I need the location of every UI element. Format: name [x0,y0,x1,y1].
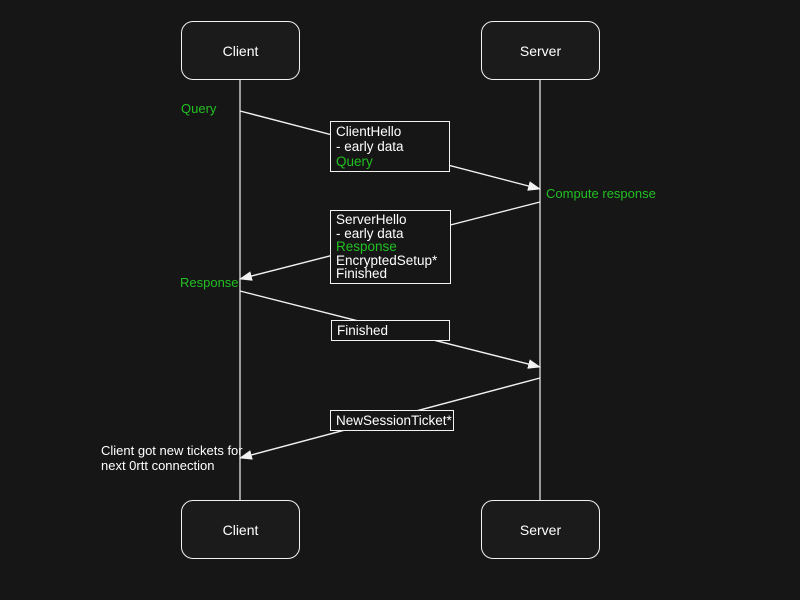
message-line: ServerHello [336,212,407,227]
actor-client-bottom-label: Client [222,521,259,538]
message-box-newsessionticket: NewSessionTicket* [330,410,454,431]
actor-server-top-label: Server [519,42,562,59]
actor-client-top: Client [181,21,300,80]
message-line: - early data [336,225,404,241]
note-line: next 0rtt connection [101,458,215,473]
message-line: NewSessionTicket* [336,413,452,428]
message-line: - early data [336,139,404,154]
annotation-response: Response [180,275,239,290]
actor-client-top-label: Client [222,42,259,59]
message-line: Query [336,154,373,169]
note-new-tickets: Client got new tickets for next 0rtt con… [101,443,243,473]
note-line: Client got new tickets for [101,443,243,458]
annotation-query: Query [181,101,217,116]
annotation-compute-response: Compute response [546,186,656,201]
message-box-clienthello: ClientHello - early data Query [330,121,450,172]
message-line: ClientHello [336,124,402,139]
actor-client-bottom: Client [181,500,300,559]
message-line: Finished [337,323,389,338]
message-box-serverhello: ServerHello - early data Response Encryp… [330,210,451,284]
message-line: Response [336,239,397,255]
actor-server-top: Server [481,21,600,80]
message-line: Finished [336,266,388,282]
actor-server-bottom: Server [481,500,600,559]
message-line: EncryptedSetup* [336,252,438,268]
actor-server-bottom-label: Server [519,521,562,538]
message-box-finished: Finished [331,320,450,341]
